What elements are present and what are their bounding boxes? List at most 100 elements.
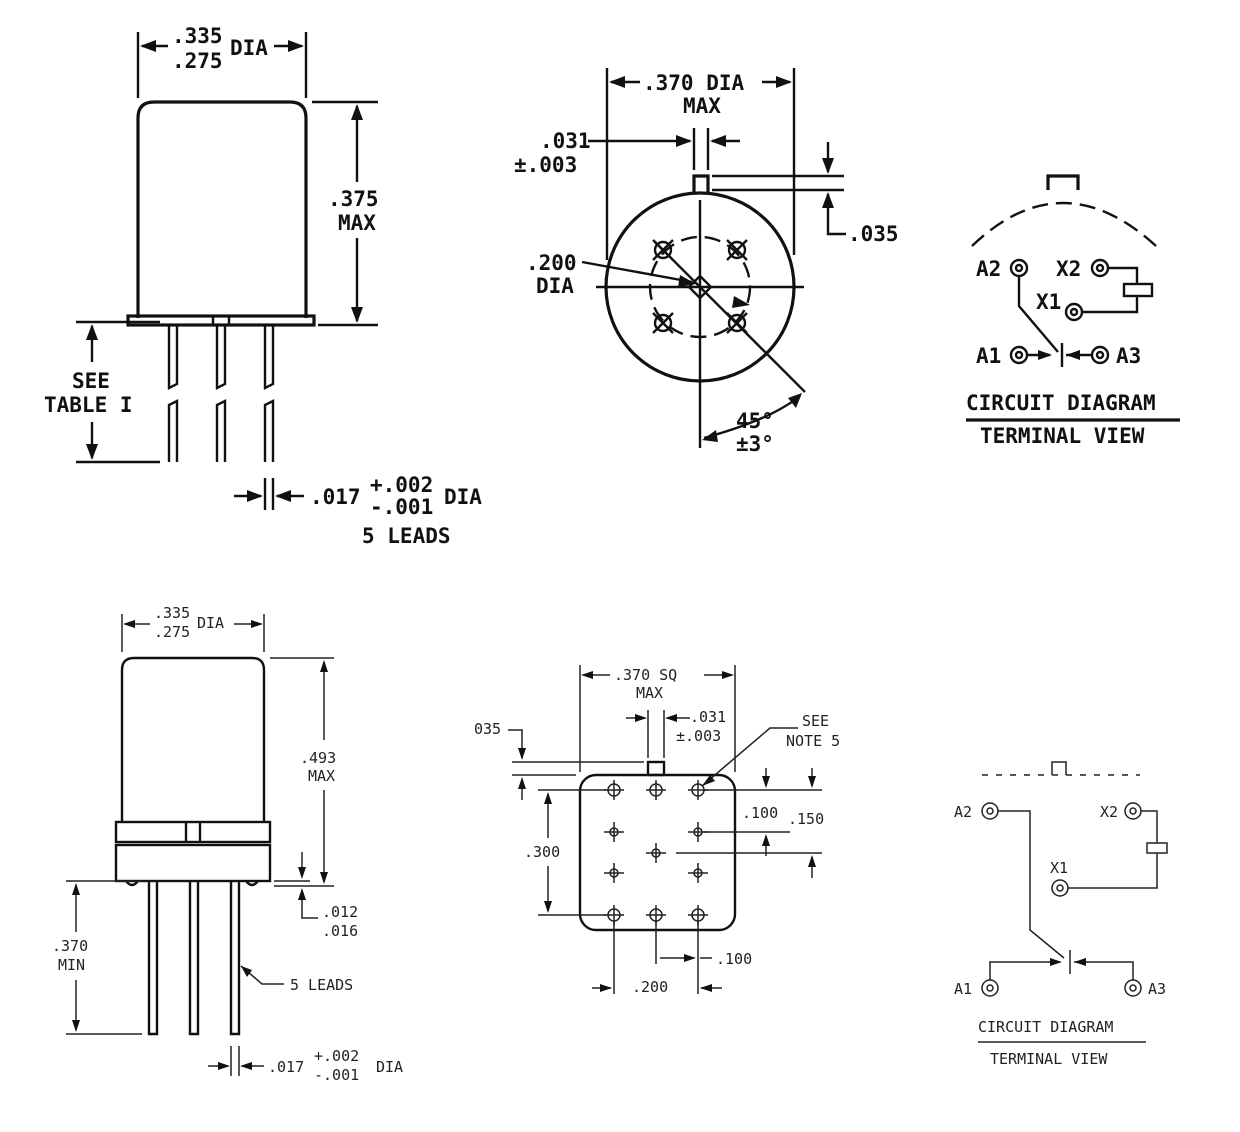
top-200-suffix: DIA [536,274,574,298]
bottom-coil-lead-bottom [1068,853,1158,889]
bottom-note-line1: SEE [802,712,829,730]
top-200-leader [581,260,693,284]
bottom-label-x1: X1 [1050,859,1068,877]
top-45-line [654,241,806,393]
bottom-200-arrow-right [700,984,712,992]
bottom-flange-lower-value: .016 [322,922,358,940]
bottom-flange-arrow-bottom [298,888,306,900]
top-switch-a3-arrow [1066,350,1080,360]
bottom-150-value: .150 [788,810,824,828]
bottom-standoffs [125,880,259,887]
bottom-100r-arrow-bottom [762,834,770,846]
top-035-arrow-top [822,158,834,174]
top-index-tab [692,174,710,193]
top-can-body [136,100,308,318]
top-370-arrow-left [609,76,625,88]
bottom-circuit-tab [1051,761,1067,775]
bottom-circuit-terminals [981,802,1142,997]
bottom-035-arrow-top [518,748,526,760]
top-leaddia-arrow-right [275,490,291,502]
top-bottom-view: .370 DIA MAX .031 ±.003 .035 .200 DIA 45… [514,68,899,456]
bottom-300-arrow-down [544,901,552,913]
bottom-035-arrow-bottom [518,777,526,789]
bottom-dia-arrow-right [251,620,263,628]
bottom-leadlen-qualifier: MIN [58,956,85,974]
bottom-note-leader [701,727,798,787]
bottom-sq-value: .370 SQ [614,666,677,684]
bottom-100r-value: .100 [742,804,778,822]
bottom-bottom-view: .370 SQ MAX .031 ±.003 035 SEE NOTE 5 .1… [474,665,840,996]
bottom-height-qualifier: MAX [308,767,335,785]
top-lead-arrow-down [86,444,98,460]
top-031-arrow-left [676,135,692,147]
top-leaddia-suffix: DIA [444,485,482,509]
bottom-200-value: .200 [632,978,668,996]
top-leaddia-arrow-left [247,490,263,502]
top-031-arrow-right [710,135,726,147]
top-coil-lead-bottom [1082,296,1139,314]
bottom-label-a3: A3 [1148,980,1166,998]
bottom-switch-a3-lead [1074,961,1134,980]
bottom-circuit-title: CIRCUIT DIAGRAM [978,1018,1113,1036]
bottom-leaddia-minus: -.001 [314,1066,359,1084]
bottom-leaddia-suffix: DIA [376,1058,403,1076]
bottom-300-value: .300 [524,843,560,861]
bottom-label-x2: X2 [1100,803,1118,821]
top-leaddia-base: .017 [310,485,361,509]
bottom-switch-a1-arrow [1050,958,1062,966]
top-370-qualifier: MAX [683,94,721,118]
top-45-arrow-left [702,430,718,442]
bottom-031-value: .031 [690,708,726,726]
bottom-leaddia-base: .017 [268,1058,304,1076]
top-label-a2: A2 [976,257,1001,281]
bottom-leaddia-plus: +.002 [314,1047,359,1065]
bottom-circuit-subtitle: TERMINAL VIEW [990,1050,1108,1068]
bottom-200-arrow-left [600,984,612,992]
bottom-switch-a1-lead [989,961,1060,980]
top-side-view: .335 .275 DIA .375 MAX SEE TABLE I .017 … [44,24,482,548]
bottom-dia-upper: .335 [154,604,190,622]
top-switch-a1-arrow [1038,350,1052,360]
bottom-coil-lead-top [1141,810,1158,843]
bottom-coil [1146,842,1168,854]
top-dia-suffix: DIA [230,36,268,60]
bottom-100b-arrow-right [684,954,696,962]
top-coil-lead-top [1108,266,1139,284]
bottom-leads-count: 5 LEADS [290,976,353,994]
top-switch-arm [1017,276,1059,353]
bottom-031-arrow-right [665,714,677,722]
bottom-sq-arrow-left [581,671,593,679]
bottom-label-a1: A1 [954,980,972,998]
bottom-leadlen-value: .370 [52,937,88,955]
top-45-tol: ±3° [736,432,774,456]
bottom-note-arrow [702,775,715,786]
top-label-a1: A1 [976,344,1001,368]
top-031-tol: ±.003 [514,153,577,177]
bottom-circuit-diagram: A2 X2 X1 A1 A3 CIRCUIT DIAGRAM TERMINAL … [954,761,1168,1068]
bottom-leaddia-arrow-right [240,1062,252,1070]
bottom-035-value: 035 [474,720,501,738]
top-circuit-outline-arc [971,201,1157,247]
top-leads-lower [167,399,275,462]
top-coil [1122,282,1154,298]
bottom-side-view: .335 .275 DIA .493 MAX .012 .016 .370 MI… [52,604,403,1084]
top-label-x1: X1 [1036,290,1061,314]
bottom-035-dim-top [508,729,523,758]
bottom-leadlen-arrow-down [72,1020,80,1032]
top-height-arrow-up [351,104,363,120]
top-dia-arrow-right [288,40,304,52]
bottom-100b-value: .100 [716,950,752,968]
bottom-switch-a3-arrow [1074,958,1086,966]
bottom-leaddia-arrow-left [218,1062,230,1070]
bottom-label-a2: A2 [954,803,972,821]
top-circuit-diagram: A2 X2 X1 A1 A3 CIRCUIT DIAGRAM TERMINAL … [966,174,1180,448]
bottom-sq-qualifier: MAX [636,684,663,702]
top-leaddia-minus: -.001 [370,495,433,519]
bottom-height-arrow-up [320,660,328,672]
top-lead-note-1: SEE [72,369,110,393]
top-45-value: 45° [736,409,774,433]
bottom-dia-lower: .275 [154,623,190,641]
top-200-arrow [678,275,696,287]
